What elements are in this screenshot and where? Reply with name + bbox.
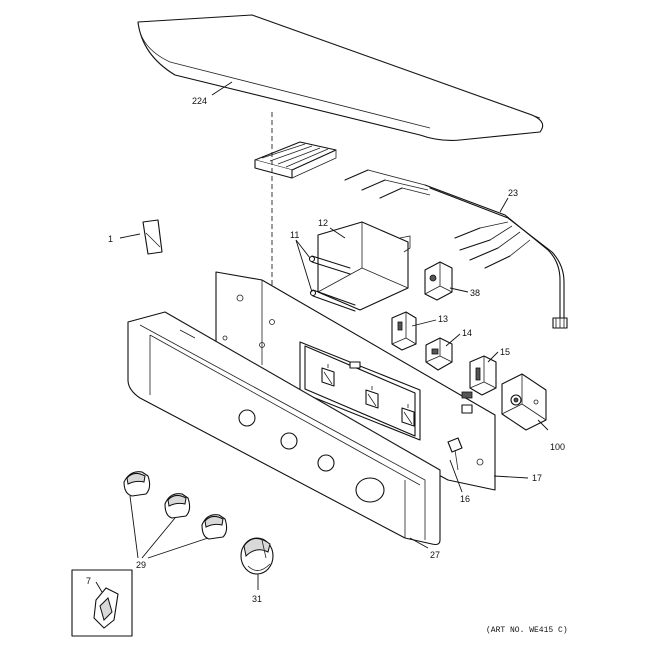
callout-11: 11	[290, 230, 299, 240]
part-16-connector	[447, 437, 463, 471]
callout-7: 7	[86, 576, 91, 586]
callout-31: 31	[252, 594, 262, 604]
callout-100: 100	[550, 442, 565, 452]
part-1-label-tag	[142, 219, 163, 255]
callout-29: 29	[136, 560, 146, 570]
part-27-front-control-panel	[127, 311, 441, 546]
part-17-control-backplate	[215, 271, 496, 491]
part-29-knobs	[123, 471, 228, 540]
part-224-top-cover	[137, 14, 544, 141]
part-14-switch	[425, 337, 453, 371]
ribbon-connector	[254, 141, 337, 179]
part-31-large-knob	[240, 537, 274, 575]
callout-17: 17	[532, 473, 542, 483]
callout-38: 38	[470, 288, 480, 298]
callout-27: 27	[430, 550, 440, 560]
art-number: (ART NO. WE415 C)	[486, 626, 568, 635]
callout-23: 23	[508, 188, 518, 198]
callout-16: 16	[460, 494, 470, 504]
part-13-switch	[391, 311, 417, 351]
part-38-switch	[424, 261, 453, 301]
leader-lines	[95, 81, 549, 593]
callout-224: 224	[192, 96, 207, 106]
callout-labels: 224 23 1 12 11 38 13 14 15 100 17 16 27 …	[86, 96, 568, 635]
part-7-inset	[71, 569, 133, 637]
part-15-switch	[461, 355, 497, 399]
part-100-timer-motor	[501, 373, 547, 431]
timer-mechanisms	[321, 364, 415, 427]
callout-1: 1	[108, 234, 113, 244]
part-23-wire-harness	[344, 169, 568, 329]
callout-13: 13	[438, 314, 448, 324]
callout-14: 14	[462, 328, 472, 338]
callout-12: 12	[318, 218, 328, 228]
callout-15: 15	[500, 347, 510, 357]
